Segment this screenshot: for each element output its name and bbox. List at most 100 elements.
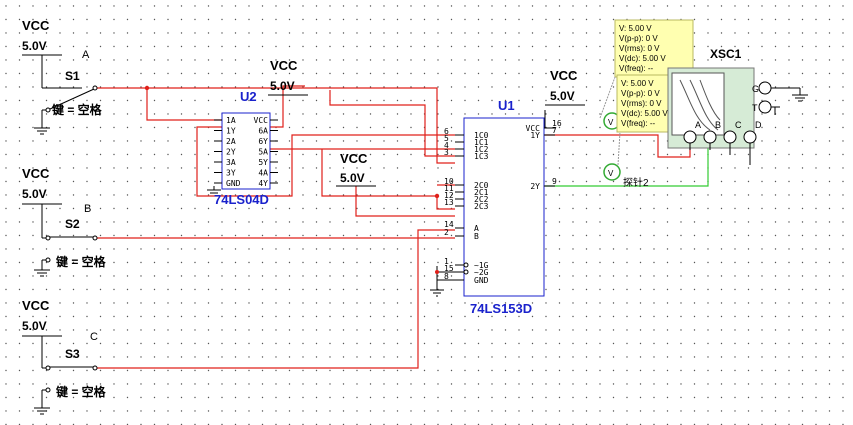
u1-pin-number: 12: [444, 191, 454, 200]
u1-pin-number: 1: [444, 257, 449, 266]
u1-pin-label: 1C0: [474, 131, 489, 140]
voltmeter-probe-icon: [603, 163, 621, 181]
terminal-label: G: [752, 84, 759, 94]
vcc-value: 5.0V: [22, 187, 47, 201]
probe-glyph: V: [608, 169, 614, 178]
u2-pin-label: 6Y: [258, 137, 268, 146]
vcc-value: 5.0V: [550, 89, 575, 103]
u1-pin-label: ~2G: [474, 268, 489, 277]
switch-s2[interactable]: B S2 键 = 空格: [34, 203, 107, 277]
scope-ref: XSC1: [710, 47, 742, 61]
probe-readout-line: V: 5.00 V: [619, 24, 652, 33]
u1-pin-label: 2C0: [474, 181, 489, 190]
scope-terminal-a[interactable]: [683, 130, 697, 144]
probe-name: 探针2: [623, 176, 649, 189]
ground-icon: [430, 289, 444, 297]
vcc-label: VCC: [550, 68, 578, 83]
u2-pin-label: 3A: [226, 158, 236, 167]
oscilloscope-xsc1[interactable]: XSC1 G T A B C D: [667, 47, 808, 150]
u2-pin-label: 1A: [226, 116, 236, 125]
scope-terminal-t[interactable]: T: [752, 100, 772, 114]
switch-ref: S3: [65, 347, 80, 361]
probe-readout-line: V(dc): 5.00 V: [619, 54, 666, 63]
terminal-label: B: [715, 120, 721, 130]
u1-pin-number: 16: [552, 119, 562, 128]
vcc-supply-4: VCC 5.0V: [545, 68, 585, 106]
u2-pin-label: 6A: [258, 127, 268, 136]
switch-s3[interactable]: C S3 键 = 空格: [34, 331, 107, 415]
u1-pin-number: 3: [444, 148, 449, 157]
switch-key: 键 = 空格: [51, 102, 103, 117]
u2-pin-label: 2A: [226, 137, 236, 146]
u2-pin-label: VCC: [254, 116, 269, 125]
node-label: B: [84, 203, 91, 215]
u2-pin-label: 4A: [258, 169, 268, 178]
scope-terminal-c[interactable]: [723, 130, 737, 144]
switch-s1[interactable]: A S1 键 = 空格: [34, 49, 103, 135]
ground-icon: [792, 94, 808, 102]
ground-icon: [34, 407, 50, 415]
vcc-value: 5.0V: [22, 319, 47, 333]
u2-pin-label: 5Y: [258, 158, 268, 167]
u1-pin-number: 5: [444, 134, 449, 143]
u1-pin-label: ~1G: [474, 261, 489, 270]
vcc-label: VCC: [22, 298, 50, 313]
u1-pin-number: 14: [444, 220, 454, 229]
u1-pin-number: 6: [444, 127, 449, 136]
vcc-supply-2: VCC 5.0V: [268, 58, 308, 96]
scope-terminal-d[interactable]: [743, 130, 757, 144]
chip-ref: U2: [240, 89, 257, 104]
u1-pin-number: 9: [552, 177, 557, 186]
wires-green: [545, 142, 709, 187]
scope-terminal-b[interactable]: [703, 130, 717, 144]
u1-pin-label: 2C2: [474, 195, 489, 204]
u1-pin-number: 15: [444, 264, 454, 273]
chip-part: 74LS04D: [214, 192, 269, 207]
vcc-supply-3: VCC 5.0V: [336, 151, 376, 187]
probe-readout-line: V(dc): 5.00 V: [621, 109, 668, 118]
u1-pin-number: 11: [444, 184, 454, 193]
terminal-label: D: [755, 120, 762, 130]
vcc-value: 5.0V: [340, 171, 365, 185]
u2-pin-label: GND: [226, 179, 241, 188]
scope-terminal-g[interactable]: G: [752, 81, 772, 95]
node-label: C: [90, 331, 98, 343]
u1-pin-label: B: [474, 232, 479, 241]
terminal-label: T: [752, 103, 758, 113]
probe-1-readout: V: 5.00 VV(p-p): 0 VV(rms): 0 VV(dc): 5.…: [619, 24, 666, 73]
vcc-supply-6: VCC 5.0V: [22, 298, 62, 368]
probe-readout-line: V: 5.00 V: [621, 79, 654, 88]
u1-pin-label: 2C1: [474, 188, 489, 197]
u1-pin-label: 1C2: [474, 145, 489, 154]
u2-pin-label: 3Y: [226, 169, 236, 178]
node-label: A: [82, 49, 90, 61]
u1-pin-number: 2: [444, 228, 449, 237]
vcc-supply-1: VCC 5.0V: [22, 18, 62, 88]
vcc-value: 5.0V: [270, 79, 295, 93]
scope-bottom-terminals: A B C D: [683, 120, 762, 150]
terminal-label: A: [695, 120, 701, 130]
terminal-label: C: [735, 120, 742, 130]
ground-icon: [34, 269, 50, 277]
u2-pin-label: 5A: [258, 148, 268, 157]
ground-icon: [34, 127, 50, 135]
grid-dots: [5, 5, 844, 425]
probe-glyph: V: [608, 118, 614, 127]
u2-pin-label: 4Y: [258, 179, 268, 188]
vcc-label: VCC: [22, 166, 50, 181]
u1-pin-label: A: [474, 224, 479, 233]
switch-key: 键 = 空格: [55, 384, 107, 399]
u1-pin-label: GND: [474, 276, 489, 285]
probe-2-readout: V: 5.00 VV(p-p): 0 VV(rms): 0 VV(dc): 5.…: [621, 79, 668, 128]
chip-part: 74LS153D: [470, 301, 532, 316]
probe-readout-line: V(rms): 0 V: [621, 99, 662, 108]
vcc-supply-5: VCC 5.0V: [22, 166, 62, 238]
u1-pin-number: 4: [444, 141, 449, 150]
u1-pin-label: 1C3: [474, 152, 489, 161]
u1-pin-label: 1Y: [530, 131, 540, 140]
